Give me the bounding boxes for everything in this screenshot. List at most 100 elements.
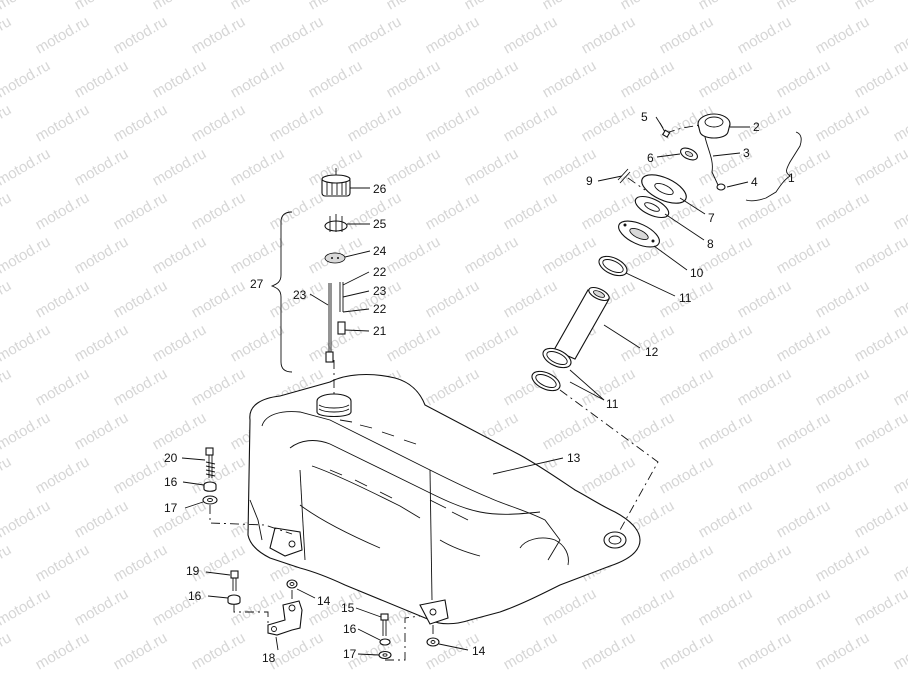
callout-5: 5 [641, 110, 648, 124]
watermark-text: motod.ru [813, 101, 873, 145]
watermark-text: motod.ru [462, 321, 522, 365]
watermark-text: motod.ru [735, 277, 795, 321]
bracket-18 [267, 600, 303, 636]
watermark-text: motod.ru [111, 13, 171, 57]
watermark-text: motod.ru [72, 57, 132, 101]
watermark-text: motod.ru [150, 409, 210, 453]
callout-3: 3 [743, 146, 750, 160]
watermark-text: motod.ru [111, 541, 171, 585]
clamp-11-upper [598, 255, 628, 277]
callout-18: 18 [262, 651, 276, 665]
nut-16-lower-left [227, 594, 241, 605]
callout-11a: 11 [679, 291, 692, 305]
callout-22b: 22 [373, 302, 387, 316]
watermark-text: motod.ru [72, 321, 132, 365]
callout-19: 19 [186, 564, 200, 578]
watermark-text: motod.ru [774, 585, 834, 629]
watermark-text: motod.ru [0, 233, 53, 277]
watermark-text: motod.ru [33, 189, 93, 233]
watermark-text: motod.ru [852, 145, 908, 189]
watermark-text: motod.ru [891, 189, 908, 233]
watermark-text: motod.ru [111, 365, 171, 409]
watermark-text: motod.ru [813, 189, 873, 233]
watermark-text: motod.ru [813, 453, 873, 497]
bolt-20 [205, 447, 216, 478]
bracket-1 [745, 131, 802, 202]
watermark-text: motod.ru [150, 233, 210, 277]
watermark-text: motod.ru [0, 321, 53, 365]
callout-20: 20 [164, 451, 178, 465]
hose-12 [553, 286, 610, 360]
watermark-text: motod.ru [384, 145, 444, 189]
watermark-text: motod.ru [228, 321, 288, 365]
watermark-text: motod.ru [0, 0, 53, 13]
flange-7 [641, 174, 687, 204]
nut-16-lower-mid [379, 638, 391, 646]
callout-9: 9 [586, 174, 593, 188]
callout-22a: 22 [373, 265, 387, 279]
watermark-text: motod.ru [0, 13, 14, 57]
watermark-text: motod.ru [423, 101, 483, 145]
watermark-text: motod.ru [813, 277, 873, 321]
watermark-text: motod.ru [33, 541, 93, 585]
watermark-text: motod.ru [657, 13, 717, 57]
callout-17a: 17 [164, 501, 178, 515]
fuel-tank [247, 374, 641, 625]
watermark-text: motod.ru [813, 365, 873, 409]
watermark-text: motod.ru [345, 13, 405, 57]
screw-5 [659, 122, 671, 138]
watermark-text: motod.ru [189, 13, 249, 57]
watermark-text: motod.ru [33, 629, 93, 673]
watermark-text: motod.ru [618, 409, 678, 453]
watermark-text: motod.ru [891, 541, 908, 585]
watermark-text: motod.ru [33, 277, 93, 321]
watermark-text: motod.ru [696, 321, 756, 365]
grommet-14-left [286, 579, 298, 589]
grommet-14-right [426, 637, 440, 647]
callout-10: 10 [690, 266, 704, 280]
watermark-text: motod.ru [735, 189, 795, 233]
watermark-text: motod.ru [384, 233, 444, 277]
watermark-text: motod.ru [735, 453, 795, 497]
flange-25 [324, 214, 348, 232]
watermark-text: motod.ru [618, 0, 678, 13]
watermark-text: motod.ru [306, 57, 366, 101]
callout-24: 24 [373, 244, 387, 258]
watermark-text: motod.ru [852, 57, 908, 101]
nut-16-upper [203, 481, 217, 492]
watermark-text: motod.ru [579, 101, 639, 145]
watermark-text: motod.ru [267, 13, 327, 57]
watermark-text: motod.ru [891, 453, 908, 497]
watermark-text: motod.ru [774, 321, 834, 365]
callout-23b: 23 [373, 284, 387, 298]
watermark-text: motod.ru [501, 277, 561, 321]
callout-15: 15 [341, 601, 355, 615]
watermark-text: motod.ru [852, 409, 908, 453]
watermark-text: motod.ru [501, 13, 561, 57]
gasket-24 [324, 252, 346, 264]
watermark-text: motod.ru [735, 365, 795, 409]
watermark-text: motod.ru [72, 0, 132, 13]
watermark-text: motod.ru [891, 365, 908, 409]
watermark-text: motod.ru [501, 189, 561, 233]
knob-26 [321, 168, 351, 197]
watermark-text: motod.ru [189, 101, 249, 145]
callout-26: 26 [373, 182, 387, 196]
watermark-text: motod.ru [579, 13, 639, 57]
watermark-text: motod.ru [189, 365, 249, 409]
watermark-text: motod.ru [423, 365, 483, 409]
watermark-text: motod.ru [696, 0, 756, 13]
watermark-text: motod.ru [813, 13, 873, 57]
callout-23a: 23 [293, 288, 307, 302]
callout-12: 12 [645, 345, 659, 359]
watermark-text: motod.ru [111, 453, 171, 497]
callout-11b: 11 [606, 397, 619, 411]
watermark-text: motod.ru [228, 57, 288, 101]
callout-14a: 14 [317, 594, 331, 608]
watermark-text: motod.ru [0, 629, 14, 673]
watermark-text: motod.ru [423, 189, 483, 233]
watermark-text: motod.ru [111, 189, 171, 233]
watermark-text: motod.ru [0, 409, 53, 453]
watermark-text: motod.ru [0, 453, 14, 497]
